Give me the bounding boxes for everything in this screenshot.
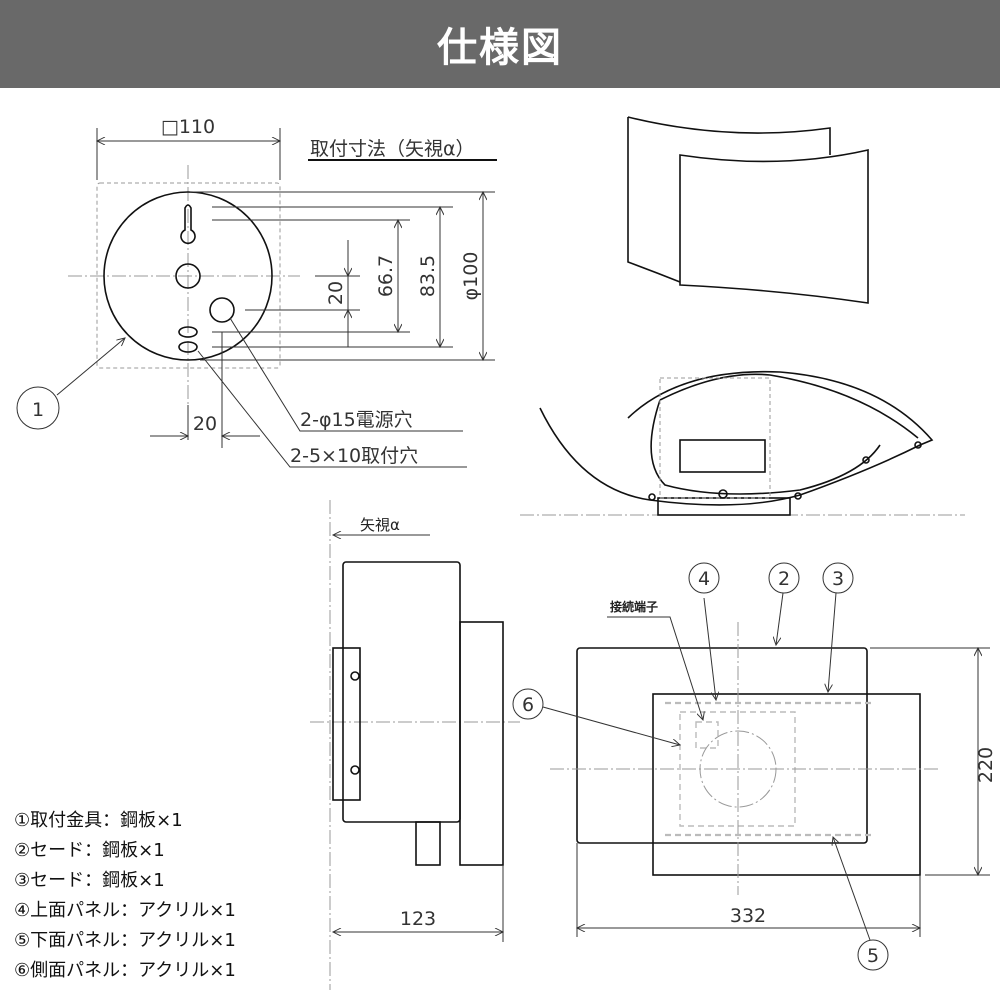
balloon-5 <box>857 939 889 971</box>
mounting-plate <box>103 191 273 361</box>
legend-item: ⑥側面パネル：アクリル×1 <box>14 960 236 981</box>
balloon-3 <box>822 562 854 594</box>
balloon-4 <box>688 562 720 594</box>
legend-item: ④上面パネル：アクリル×1 <box>14 900 236 921</box>
dim-20-horizontal: 20 <box>193 413 217 435</box>
side-section-view <box>520 370 965 516</box>
perspective-view <box>627 116 869 304</box>
balloon-2 <box>768 562 800 594</box>
dim-width: 332 <box>730 905 766 927</box>
dim-depth: 123 <box>400 908 436 930</box>
dim-66-7: 66.7 <box>375 255 397 297</box>
legend-item: ②セード：鋼板×1 <box>14 840 165 861</box>
svg-text:3: 3 <box>832 568 844 590</box>
power-hole-label: 2-φ15電源穴 <box>300 409 413 431</box>
parts-legend: ①取付金具：鋼板×1 ②セード：鋼板×1 ③セード：鋼板×1 ④上面パネル：アク… <box>14 810 236 981</box>
dim-height: 220 <box>975 747 997 783</box>
dim-diameter: φ100 <box>460 252 482 301</box>
svg-text:4: 4 <box>698 568 710 590</box>
mount-view-title: 取付寸法（矢視α） <box>310 138 475 160</box>
mount-dimension-view: □110 取付寸法（矢視α） 20 66.7 <box>16 116 497 468</box>
terminal-label: 接続端子 <box>610 599 658 614</box>
legend-item: ⑤下面パネル：アクリル×1 <box>14 930 236 951</box>
center-hole <box>175 263 201 289</box>
mount-hole-label: 2-5×10取付穴 <box>290 445 418 467</box>
view-arrow-label: 矢視α <box>360 516 400 534</box>
svg-text:6: 6 <box>522 694 534 716</box>
legend-item: ①取付金具：鋼板×1 <box>14 810 183 831</box>
front-view: 220 332 接続端子 4 2 3 5 6 <box>512 562 997 971</box>
svg-text:5: 5 <box>867 945 879 967</box>
power-hole <box>209 297 235 323</box>
keyhole-slot <box>180 204 196 245</box>
mount-hole <box>178 326 198 338</box>
dim-20-vertical: 20 <box>325 281 347 305</box>
balloon-6 <box>512 688 544 720</box>
svg-text:2: 2 <box>778 568 790 590</box>
page-title: 仕様図 <box>437 25 563 71</box>
header-bar: 仕様図 <box>0 0 1000 88</box>
mount-hole <box>178 341 198 353</box>
dim-83-5: 83.5 <box>417 255 439 297</box>
dim-square-label: □110 <box>161 116 215 138</box>
balloon-1 <box>16 386 60 430</box>
legend-item: ③セード：鋼板×1 <box>14 870 165 891</box>
svg-text:1: 1 <box>32 399 44 421</box>
side-view: 矢視α 123 <box>310 500 520 990</box>
